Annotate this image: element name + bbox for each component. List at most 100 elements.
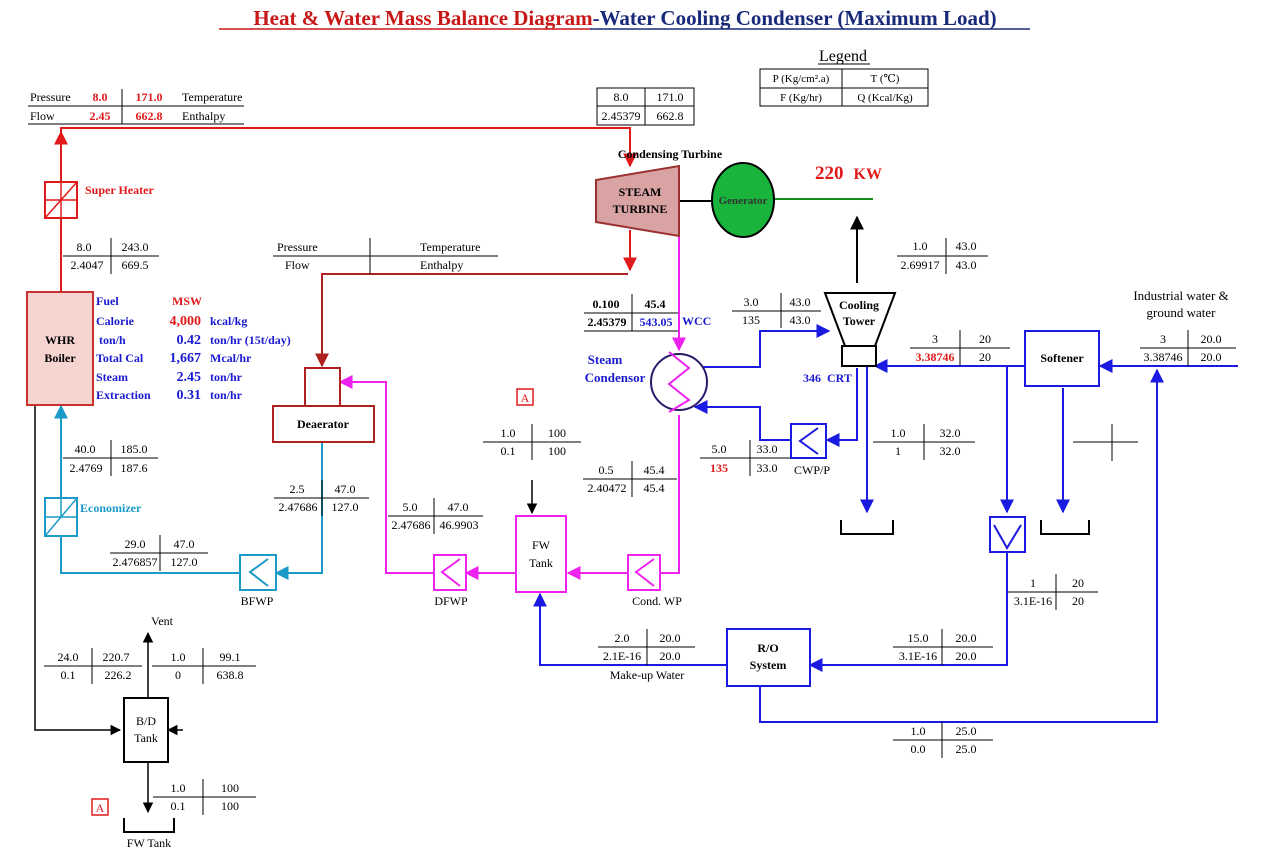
cooling-tower[interactable]: Cooling Tower [823,292,897,367]
stream-industrial: 3 20.0 3.38746 20.0 [1140,330,1236,366]
legend-q: Q (Kcal/Kg) [857,92,913,104]
vent-f: 0 [175,668,181,682]
economizer-out-t: 185.0 [121,442,148,456]
marker-a-top-q: 100 [548,444,566,458]
calorie-label: Calorie [96,314,135,328]
stream-condensate: 0.5 45.4 2.40472 45.4 [583,461,677,497]
bd-out-f: 0.1 [171,799,186,813]
blowdown-f: 0.1 [61,668,76,682]
tower-top-q: 43.0 [956,258,977,272]
industrial-t: 20.0 [1201,332,1222,346]
blowdown-p: 24.0 [58,650,79,664]
bfwp-to-economizer-line [60,536,240,574]
cooling-tower-label-2: Tower [843,314,876,328]
condensate-pump[interactable] [627,554,661,591]
ro-label-1: R/O [757,641,778,655]
makeup-p: 2.0 [615,631,630,645]
bfwp-label: BFWP [241,594,274,608]
fw-tank[interactable]: FW Tank [515,515,567,593]
cwpp-label: CWP/P [794,463,830,477]
tower-basin-to-cwp-line [825,368,858,447]
softener-drain-basin [1040,520,1090,535]
bd-out-p: 1.0 [171,781,186,795]
stream-bd-out: 1.0 100 0.1 100 [153,779,256,815]
deaerator-out-t: 47.0 [335,482,356,496]
softener-pump-q: 20 [1072,594,1084,608]
power-unit: KW [854,166,882,183]
cond-wp-label: Cond. WP [632,594,682,608]
tonh-unit: ton/hr (15t/day) [210,333,291,347]
bd-tank-label-2: Tank [134,731,158,745]
extraction-to-deaerator-line [315,273,628,368]
economizer[interactable] [44,497,78,537]
super-heater[interactable] [44,181,78,219]
generator-label: Generator [719,195,768,207]
tower-makeup-f: 3.38746 [916,350,955,364]
dh-flow-label: Flow [285,258,310,272]
makeup-f: 2.1E-16 [603,649,641,663]
totalcal-value: 1,667 [170,351,202,366]
turbine-in-q: 662.8 [657,109,684,123]
condensate-q: 45.4 [644,481,665,495]
steam-condensor[interactable] [650,351,708,413]
ro-system[interactable]: R/O System [726,628,811,687]
superheater-in-t: 243.0 [122,240,149,254]
exhaust-q: 543.05 [640,315,673,329]
power-value: 220 [815,163,844,184]
steam-label: Steam [96,370,128,384]
softener-pump-t: 20 [1072,576,1084,590]
cwp-pump[interactable] [790,423,827,459]
marker-a-bottom: A [91,798,109,816]
steam-header-table: Pressure Flow 8.0 2.45 171.0 662.8 Tempe… [28,89,244,125]
ro-reject-p: 1.0 [911,724,926,738]
fuel-label: Fuel [96,294,119,308]
marker-a-bottom-label: A [96,801,105,815]
dh-temperature-label: Temperature [420,240,480,254]
tower-in-f: 135 [742,313,760,327]
header-t: 171.0 [136,90,163,104]
bd-tank[interactable]: B/D Tank [123,697,169,763]
steam-turbine-label-2: TURBINE [613,202,668,216]
ro-reject-q: 25.0 [956,742,977,756]
makeup-water-label: Make-up Water [610,668,684,682]
dfwp-pump[interactable] [433,554,467,591]
cooling-tower-label-1: Cooling [839,298,879,312]
header-pressure-label: Pressure [30,90,71,104]
softener[interactable]: Softener [1024,330,1100,387]
superheater-in-p: 8.0 [77,240,92,254]
steam-turbine[interactable]: STEAM TURBINE [595,164,680,238]
marker-a-top-f: 0.1 [501,444,516,458]
tower-makeup-p: 3 [932,332,938,346]
ro-to-fwtank-line [533,592,727,666]
dh-pressure-label: Pressure [277,240,318,254]
stream-dfwp-out: 5.0 47.0 2.47686 46.9903 [388,498,483,534]
blowdown-line [34,405,122,736]
super-heater-label: Super Heater [85,183,154,197]
bfwp-pump[interactable] [239,554,277,591]
pump-to-ro-line [808,553,1008,672]
tower-drain-basin [840,520,894,535]
deaerator[interactable]: Deaerator [272,367,375,443]
stream-tower-basin: 1.0 32.0 1 32.0 [873,424,975,460]
header-enthalpy-label: Enthalpy [182,109,225,123]
economizer-label: Economizer [80,501,142,515]
ro-in-q: 20.0 [956,649,977,663]
dfwp-label: DFWP [434,594,468,608]
calorie-value: 4,000 [170,314,202,329]
generator[interactable]: Generator [711,162,775,238]
marker-a-top-p: 1.0 [501,426,516,440]
softener-pump[interactable] [989,516,1026,553]
dfwp-out-f: 2.47686 [392,518,431,532]
stream-vent: 1.0 99.1 0 638.8 [152,648,256,684]
cwp-out-p: 5.0 [712,442,727,456]
stream-ro-reject: 1.0 25.0 0.0 25.0 [893,722,993,758]
stream-superheater-in: 8.0 243.0 2.4047 669.5 [63,238,159,274]
stream-softener-pump: 1 20 3.1E-16 20 [1008,574,1098,610]
header-p: 8.0 [93,90,108,104]
stream-makeup: 2.0 20.0 2.1E-16 20.0 [598,629,695,665]
whr-boiler[interactable]: WHR Boiler [26,291,94,406]
header-temperature-label: Temperature [182,90,242,104]
bd-out-q: 100 [221,799,239,813]
condensate-t: 45.4 [644,463,665,477]
